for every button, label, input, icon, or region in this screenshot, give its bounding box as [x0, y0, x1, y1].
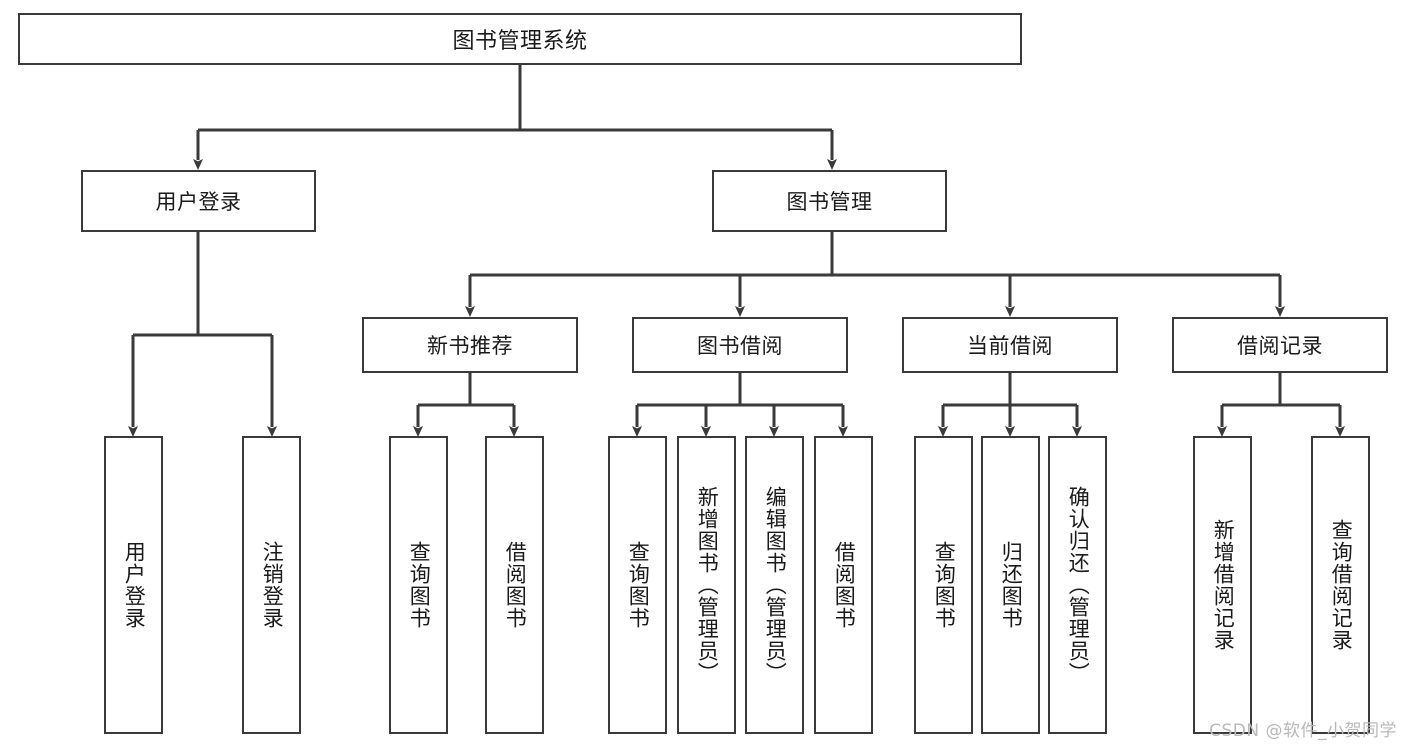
- node-root-system[interactable]: 图书管理系统: [18, 13, 1022, 65]
- leaf-borrow-books-recommend-label: 借阅图书: [503, 541, 528, 629]
- leaf-confirm-return-admin[interactable]: 确认归还（管理员）: [1048, 436, 1107, 734]
- node-current-borrow[interactable]: 当前借阅: [902, 317, 1118, 373]
- node-user-login[interactable]: 用户登录: [81, 170, 316, 232]
- leaf-return-books[interactable]: 归还图书: [981, 436, 1040, 734]
- leaf-query-books-current[interactable]: 查询图书: [914, 436, 973, 734]
- leaf-query-borrow-record-label: 查询借阅记录: [1329, 519, 1354, 651]
- leaf-borrow-books[interactable]: 借阅图书: [814, 436, 873, 734]
- node-new-book-recommend[interactable]: 新书推荐: [362, 317, 578, 373]
- node-book-borrow[interactable]: 图书借阅: [632, 317, 848, 373]
- node-user-login-label: 用户登录: [155, 190, 242, 214]
- leaf-query-books-borrow-label: 查询图书: [626, 541, 651, 629]
- leaf-query-borrow-record[interactable]: 查询借阅记录: [1311, 436, 1370, 734]
- node-borrow-records-label: 借阅记录: [1237, 334, 1323, 358]
- node-root-system-label: 图书管理系统: [452, 29, 588, 54]
- leaf-query-books-current-label: 查询图书: [932, 541, 957, 629]
- leaf-query-books-recommend-label: 查询图书: [407, 541, 432, 629]
- csdn-watermark: CSDN @软件_小贺同学: [1209, 721, 1397, 741]
- leaf-add-book-admin[interactable]: 新增图书（管理员）: [677, 436, 736, 734]
- leaf-edit-book-admin-label: 编辑图书（管理员）: [763, 486, 788, 684]
- node-current-borrow-label: 当前借阅: [967, 334, 1053, 358]
- node-borrow-records[interactable]: 借阅记录: [1172, 317, 1388, 373]
- node-book-management-label: 图书管理: [786, 190, 873, 214]
- leaf-user-login-label: 用户登录: [122, 541, 147, 629]
- leaf-query-books-borrow[interactable]: 查询图书: [608, 436, 667, 734]
- leaf-add-borrow-record[interactable]: 新增借阅记录: [1193, 436, 1252, 734]
- node-new-book-recommend-label: 新书推荐: [427, 334, 513, 358]
- node-book-management[interactable]: 图书管理: [712, 170, 947, 232]
- leaf-borrow-books-label: 借阅图书: [832, 541, 857, 629]
- node-book-borrow-label: 图书借阅: [697, 334, 783, 358]
- leaf-user-login[interactable]: 用户登录: [104, 436, 163, 734]
- leaf-confirm-return-admin-label: 确认归还（管理员）: [1066, 486, 1091, 684]
- leaf-edit-book-admin[interactable]: 编辑图书（管理员）: [745, 436, 804, 734]
- leaf-logout-label: 注销登录: [260, 541, 285, 629]
- leaf-add-book-admin-label: 新增图书（管理员）: [695, 486, 720, 684]
- leaf-logout[interactable]: 注销登录: [242, 436, 301, 734]
- leaf-query-books-recommend[interactable]: 查询图书: [389, 436, 448, 734]
- leaf-return-books-label: 归还图书: [999, 541, 1024, 629]
- leaf-borrow-books-recommend[interactable]: 借阅图书: [485, 436, 544, 734]
- leaf-add-borrow-record-label: 新增借阅记录: [1211, 519, 1236, 651]
